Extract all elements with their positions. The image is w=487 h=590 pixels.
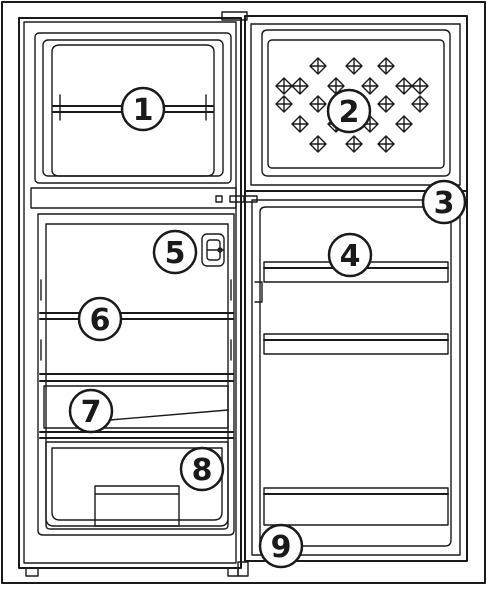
diamond-emboss: [276, 78, 292, 94]
diamond-emboss: [292, 116, 308, 132]
diamond-emboss: [310, 96, 326, 112]
callout-number: 6: [90, 303, 111, 338]
callout-9: 9: [260, 525, 302, 567]
callout-2: 2: [328, 90, 370, 132]
diamond-emboss: [276, 96, 292, 112]
thermostat-light-housing: [202, 234, 224, 266]
diamond-emboss: [412, 96, 428, 112]
callout-number: 7: [81, 395, 102, 430]
outer-frame: [2, 2, 485, 583]
diamond-emboss: [346, 58, 362, 74]
diamond-emboss: [396, 78, 412, 94]
diamond-emboss: [362, 78, 378, 94]
callout-number: 9: [271, 530, 292, 565]
callout-7: 7: [70, 390, 112, 432]
diamond-emboss: [346, 136, 362, 152]
diamond-emboss: [378, 96, 394, 112]
crisper-cover: [40, 374, 233, 428]
diamond-emboss: [378, 58, 394, 74]
diamond-emboss: [396, 116, 412, 132]
fridge-shelf: [40, 313, 233, 319]
diamond-emboss: [292, 78, 308, 94]
callout-1: 1: [122, 88, 164, 130]
diamond-emboss: [310, 136, 326, 152]
callout-3: 3: [423, 181, 465, 223]
diamond-emboss: [310, 58, 326, 74]
callout-number: 4: [340, 239, 361, 274]
diamond-emboss: [378, 136, 394, 152]
diamond-emboss: [412, 78, 428, 94]
callout-number: 3: [434, 186, 455, 221]
callout-4: 4: [329, 234, 371, 276]
door-racks: [264, 262, 448, 525]
callout-number: 2: [339, 95, 360, 130]
callout-6: 6: [79, 298, 121, 340]
cabinet-feet: [26, 568, 238, 576]
callout-number: 5: [165, 236, 186, 271]
callout-8: 8: [181, 448, 223, 490]
callout-number: 1: [133, 93, 154, 128]
callout-5: 5: [154, 231, 196, 273]
callout-number: 8: [192, 453, 213, 488]
